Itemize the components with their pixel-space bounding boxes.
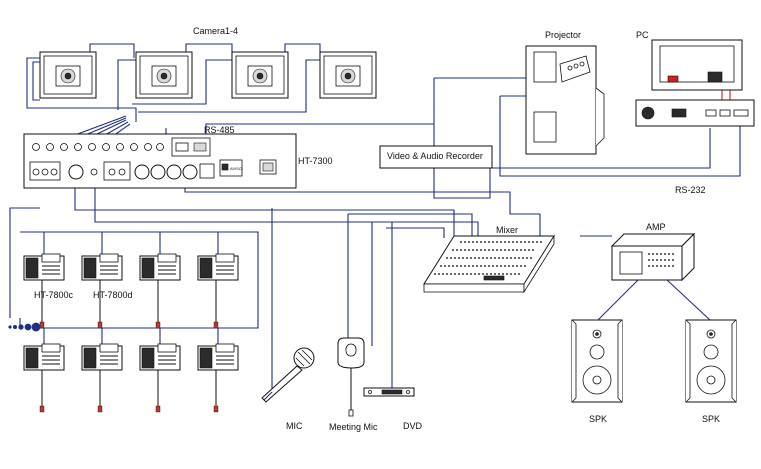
- camera-2: [135, 51, 193, 99]
- conference-unit-delegate-5: [81, 343, 123, 413]
- amp-label: AMP: [646, 222, 666, 232]
- speaker-right-label: SPK: [702, 414, 721, 424]
- meeting-mic-label: Meeting Mic: [329, 422, 378, 432]
- projector: [525, 45, 605, 155]
- speaker-right: [685, 319, 737, 403]
- projector-label: Projector: [545, 30, 582, 40]
- recorder-box: [379, 145, 493, 169]
- delegate-unit-label: HT-7800d: [93, 290, 133, 300]
- pc-label: PC: [636, 30, 649, 40]
- conference-unit-chairman: [23, 253, 65, 329]
- conference-unit-delegate-4: [23, 343, 65, 413]
- conference-unit-delegate-7: [197, 343, 239, 413]
- conference-unit-delegate-2: [139, 253, 181, 329]
- pc-monitor: [651, 39, 743, 91]
- conference-unit-delegate-1: [81, 253, 123, 329]
- conference-unit-delegate-6: [139, 343, 181, 413]
- mixer-label: Mixer: [496, 225, 518, 235]
- pc: [635, 39, 755, 127]
- meeting-mic: [337, 337, 365, 417]
- camera-1: [39, 51, 97, 99]
- main-unit: AVISO: [23, 133, 297, 189]
- rs485-label: RS-485: [204, 125, 235, 135]
- pc-tower: [635, 99, 755, 127]
- dvd-label: DVD: [403, 421, 423, 431]
- dvd-player: [363, 387, 415, 397]
- conference-unit-delegate-3: [197, 253, 239, 329]
- conference-units: [23, 253, 239, 413]
- main-unit-video-jacks: [32, 143, 164, 151]
- camera-3: [231, 51, 289, 99]
- camera-group: [39, 51, 377, 99]
- amplifier: [610, 232, 696, 282]
- speaker-left: [571, 319, 623, 403]
- mixer: [423, 234, 555, 294]
- chairman-unit-label: HT-7800c: [34, 290, 74, 300]
- recorder-label: Video & Audio Recorder: [387, 151, 483, 161]
- svg-text:AVISO: AVISO: [230, 166, 242, 171]
- main-unit-label: HT-7300: [298, 156, 333, 166]
- handheld-mic: [261, 347, 315, 403]
- rs232-label: RS-232: [675, 185, 706, 195]
- camera-4: [319, 51, 377, 99]
- cameras-label: Camera1-4: [193, 26, 239, 36]
- expansion-dots: [8, 322, 41, 332]
- speaker-left-label: SPK: [589, 414, 608, 424]
- mic-label: MIC: [286, 421, 303, 431]
